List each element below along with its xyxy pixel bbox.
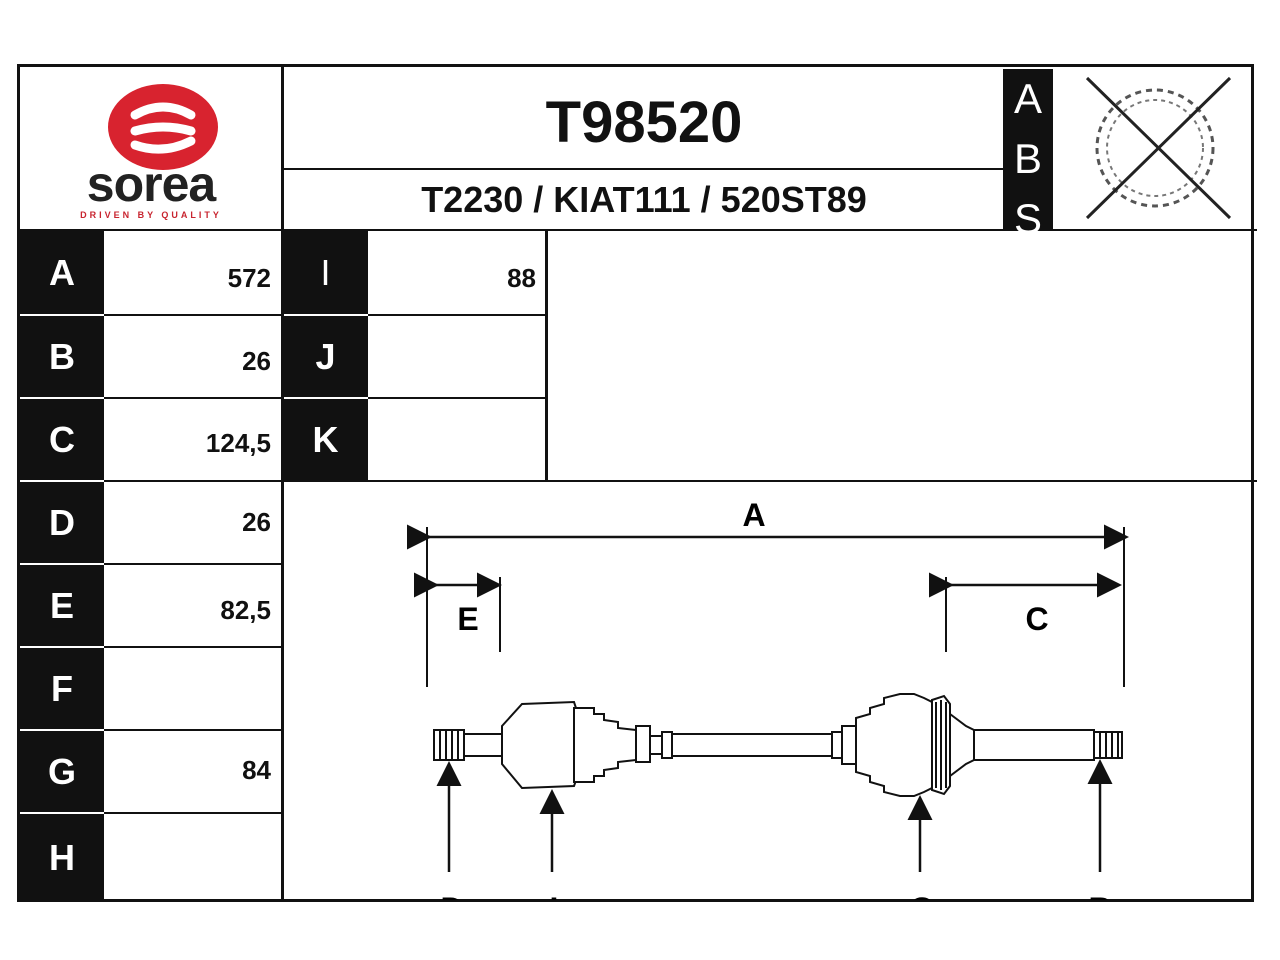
driveshaft-drawing [433, 693, 1123, 797]
dim-value: 88 [507, 263, 536, 293]
part-number: T98520 [545, 90, 743, 155]
divider [20, 229, 1257, 231]
label-C: C [1025, 601, 1048, 637]
abs-letter: A [1013, 75, 1042, 122]
dim-value: 26 [242, 507, 271, 537]
label-G: G [910, 891, 935, 900]
brand-name: sorea [86, 156, 216, 212]
cross-references: T2230 / KIAT111 / 520ST89 [421, 179, 867, 220]
spec-sheet: sorea DRIVEN BY QUALITY T98520 T2230 / K… [17, 64, 1257, 902]
driveshaft-diagram: A E C [407, 497, 1129, 900]
dim-label: B [20, 316, 104, 397]
label-B: B [1088, 891, 1111, 900]
dim-label: I [283, 231, 368, 314]
dim-label: J [283, 316, 368, 397]
abs-label: A B S [1003, 69, 1053, 242]
dim-value: 82,5 [220, 595, 271, 625]
label-D: D [440, 891, 463, 900]
dim-label: G [20, 731, 104, 812]
dim-label: K [283, 399, 368, 480]
label-A: A [742, 497, 765, 533]
sorea-logo-icon [108, 84, 218, 170]
divider [283, 168, 1003, 170]
dim-value: 26 [242, 346, 271, 376]
abs-letter: S [1013, 195, 1042, 242]
no-abs-ring-icon [1085, 76, 1232, 220]
dim-value: 572 [227, 263, 271, 293]
brand-tagline: DRIVEN BY QUALITY [80, 210, 222, 220]
dim-label: C [20, 399, 104, 480]
dim-label: A [20, 231, 104, 314]
abs-letter: B [1013, 135, 1042, 182]
dim-label: F [20, 648, 104, 729]
dim-label: D [20, 482, 104, 563]
dim-label: E [20, 565, 104, 646]
dim-value: 124,5 [205, 428, 271, 458]
brand-logo: sorea DRIVEN BY QUALITY [20, 67, 282, 229]
dim-label: H [20, 814, 104, 902]
dim-value: 84 [242, 755, 271, 785]
label-E: E [457, 601, 478, 637]
label-I: I [550, 891, 559, 900]
divider [281, 67, 284, 902]
